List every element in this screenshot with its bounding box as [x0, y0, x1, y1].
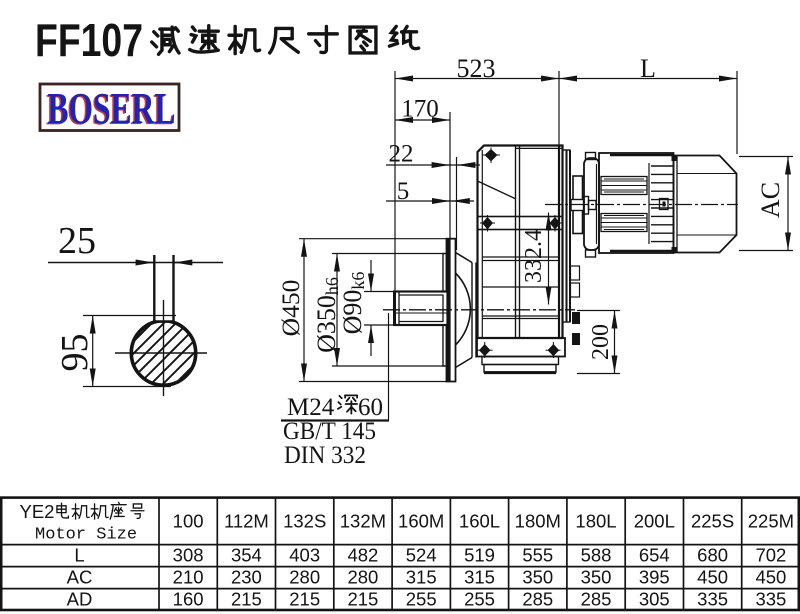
svg-text:450: 450 — [755, 567, 786, 588]
svg-text:GB/T 145: GB/T 145 — [283, 418, 376, 445]
svg-text:519: 519 — [464, 545, 495, 566]
svg-text:160L: 160L — [459, 511, 500, 532]
svg-text:200: 200 — [588, 324, 614, 360]
svg-text:BOSERL: BOSERL — [46, 85, 174, 134]
svg-text:225M: 225M — [748, 511, 794, 532]
svg-text:160: 160 — [173, 589, 204, 610]
svg-text:524: 524 — [406, 545, 437, 566]
svg-text:285: 285 — [522, 589, 553, 610]
svg-text:335: 335 — [697, 589, 728, 610]
svg-text:132M: 132M — [340, 511, 386, 532]
svg-text:285: 285 — [581, 589, 612, 610]
svg-text:395: 395 — [639, 567, 670, 588]
svg-text:482: 482 — [347, 545, 378, 566]
svg-text:FF107: FF107 — [35, 14, 143, 66]
svg-text:335: 335 — [755, 589, 786, 610]
svg-text:315: 315 — [464, 567, 495, 588]
svg-text:654: 654 — [639, 545, 670, 566]
svg-text:354: 354 — [231, 545, 262, 566]
svg-text:215: 215 — [347, 589, 378, 610]
svg-text:160M: 160M — [398, 511, 444, 532]
svg-text:60: 60 — [358, 394, 383, 421]
svg-text:702: 702 — [755, 545, 786, 566]
svg-text:YE2: YE2 — [20, 501, 55, 522]
svg-text:255: 255 — [406, 589, 437, 610]
svg-text:230: 230 — [231, 567, 262, 588]
svg-text:AD: AD — [67, 589, 93, 610]
svg-text:280: 280 — [347, 567, 378, 588]
svg-text:588: 588 — [581, 545, 612, 566]
svg-text:680: 680 — [697, 545, 728, 566]
svg-text:AC: AC — [756, 182, 785, 218]
svg-text:215: 215 — [289, 589, 320, 610]
svg-text:403: 403 — [289, 545, 320, 566]
svg-text:308: 308 — [173, 545, 204, 566]
svg-text:L: L — [74, 545, 84, 566]
svg-text:450: 450 — [697, 567, 728, 588]
svg-text:22: 22 — [389, 141, 414, 168]
svg-text:315: 315 — [406, 567, 437, 588]
svg-text:DIN 332: DIN 332 — [284, 442, 366, 469]
svg-text:180L: 180L — [575, 511, 616, 532]
svg-text:112M: 112M — [224, 511, 269, 532]
svg-text:255: 255 — [464, 589, 495, 610]
svg-text:AC: AC — [67, 567, 93, 588]
svg-text:Motor Size: Motor Size — [35, 526, 137, 545]
svg-text:200L: 200L — [634, 511, 675, 532]
svg-text:132S: 132S — [283, 511, 326, 532]
svg-text:523: 523 — [457, 54, 496, 83]
svg-text:95: 95 — [54, 334, 96, 372]
svg-text:225S: 225S — [691, 511, 734, 532]
svg-text:215: 215 — [231, 589, 262, 610]
svg-text:332.4: 332.4 — [521, 229, 547, 283]
svg-text:100: 100 — [173, 511, 204, 532]
svg-text:25: 25 — [58, 220, 96, 262]
svg-text:170: 170 — [401, 96, 439, 123]
svg-text:280: 280 — [289, 567, 320, 588]
svg-text:5: 5 — [397, 178, 410, 205]
svg-text:350: 350 — [581, 567, 612, 588]
svg-text:L: L — [640, 54, 656, 83]
svg-text:350: 350 — [522, 567, 553, 588]
svg-text:180M: 180M — [515, 511, 561, 532]
svg-text:210: 210 — [173, 567, 204, 588]
svg-text:Ø450: Ø450 — [276, 280, 305, 337]
svg-text:M24: M24 — [287, 394, 335, 421]
svg-text:305: 305 — [639, 589, 670, 610]
svg-text:BOSERL: BOSERL — [48, 84, 176, 133]
svg-text:555: 555 — [522, 545, 553, 566]
